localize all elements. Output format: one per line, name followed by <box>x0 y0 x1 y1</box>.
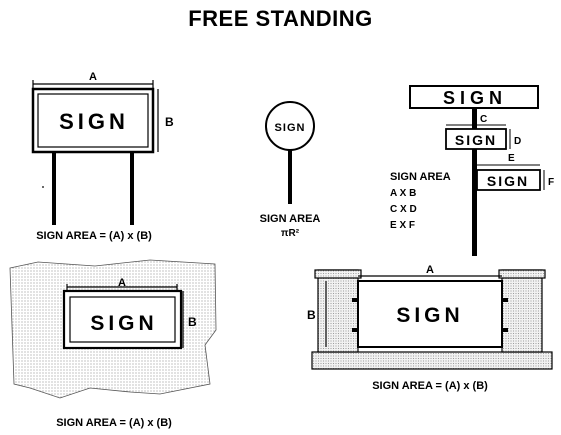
round-sign-text: SIGN <box>275 122 306 134</box>
monument-label-a: A <box>426 264 434 276</box>
label-a: A <box>89 71 97 83</box>
sign-panel-inner <box>37 93 149 148</box>
label-b: B <box>165 115 174 129</box>
wall-label-a: A <box>118 277 126 289</box>
middle-sign-text: SIGN <box>455 132 497 148</box>
caption-multi-line3: C X D <box>390 204 417 215</box>
caption-multi-line1: SIGN AREA <box>390 171 451 183</box>
left-pillar <box>317 269 359 353</box>
round-sign-pole <box>288 150 292 204</box>
left-pillar-cap <box>314 269 362 279</box>
rect-pole-sign: A SIGN B SIGN AREA = (A) x (B) <box>31 71 174 242</box>
right-pole <box>130 152 134 225</box>
label-e: E <box>508 153 515 164</box>
caption-round-line1: SIGN AREA <box>260 213 321 225</box>
right-pillar <box>501 269 543 353</box>
monument-sign-panel <box>357 280 503 348</box>
caption-rect-sign: SIGN AREA = (A) x (B) <box>36 230 152 242</box>
label-f: F <box>548 177 554 188</box>
label-c: C <box>480 114 487 125</box>
bottom-sign-text: SIGN <box>487 173 529 189</box>
bottom-sign-panel <box>476 169 541 191</box>
caption-round-line2: πR² <box>281 228 300 239</box>
wall-sign-inner <box>69 296 176 343</box>
monument-base <box>311 351 553 370</box>
round-pole-sign: SIGN SIGN AREA πR² <box>260 101 321 239</box>
wall-sign: A SIGN B SIGN AREA = (A) x (B) <box>9 259 217 429</box>
multi-sign-pole <box>472 108 477 256</box>
caption-wall-sign: SIGN AREA = (A) x (B) <box>56 417 172 429</box>
top-sign-text: SIGN <box>443 88 507 108</box>
label-d: D <box>514 136 521 147</box>
wall-label-b: B <box>188 315 197 329</box>
right-pillar-cap <box>498 269 546 279</box>
middle-sign-panel <box>445 128 507 150</box>
monument-label-b: B <box>307 308 316 322</box>
multi-panel-sign: SIGN C SIGN D E SIGN F SIGN AREA A X B C… <box>390 85 554 256</box>
sign-text: SIGN <box>59 109 129 134</box>
wall-sign-text: SIGN <box>90 312 157 335</box>
caption-monument-sign: SIGN AREA = (A) x (B) <box>372 380 488 392</box>
monument-sign-text: SIGN <box>396 304 463 327</box>
monument-sign: A SIGN B SIGN AREA = (A) x (B) <box>307 264 553 392</box>
caption-multi-line2: A X B <box>390 188 416 199</box>
left-pole <box>52 152 56 225</box>
page-title: FREE STANDING <box>188 6 373 31</box>
caption-multi-line4: E X F <box>390 220 415 231</box>
